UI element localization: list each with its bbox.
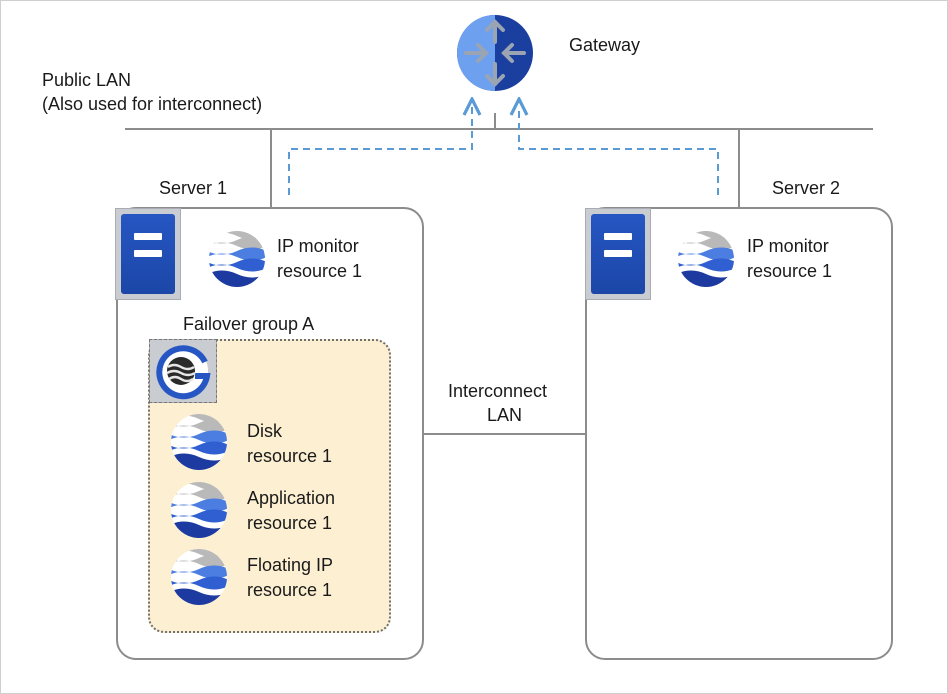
server2-box <box>585 207 893 660</box>
interconnect-label: Interconnect <box>448 381 548 401</box>
server1-ip-monitor-icon <box>207 229 267 289</box>
disk-resource-label: Disk <box>247 421 282 441</box>
failover-group-label: Failover group A <box>183 314 315 334</box>
application-resource-label: Application <box>247 488 336 508</box>
floating-ip-resource-icon <box>169 547 229 607</box>
failover-group-icon <box>149 339 217 403</box>
floating-ip-resource-sublabel: resource 1 <box>247 580 333 600</box>
floating-ip-resource-label: Floating IP <box>247 555 334 575</box>
server1-ip-monitor-sublabel: resource 1 <box>277 261 363 281</box>
gateway-label: Gateway <box>569 35 641 55</box>
server2-monitor-path <box>519 107 719 195</box>
server2-icon <box>585 208 651 300</box>
router-icon <box>457 15 533 91</box>
server1-icon <box>115 208 181 300</box>
server2-ip-monitor-label: IP monitor <box>747 236 829 256</box>
application-resource-sublabel: resource 1 <box>247 513 333 533</box>
interconnect-sublabel: LAN <box>487 405 523 425</box>
server1-ip-monitor-label: IP monitor <box>277 236 359 256</box>
public-lan-label: Public LAN <box>42 70 132 90</box>
public-lan-sublabel: (Also used for interconnect) <box>42 94 263 114</box>
gateway-node <box>456 14 534 92</box>
disk-resource-sublabel: resource 1 <box>247 446 333 466</box>
server1-monitor-path <box>288 107 472 195</box>
server2-ip-monitor-icon <box>676 229 736 289</box>
server1-label: Server 1 <box>159 178 228 198</box>
disk-resource-icon <box>169 412 229 472</box>
application-resource-icon <box>169 480 229 540</box>
server2-ip-monitor-sublabel: resource 1 <box>747 261 833 281</box>
server2-label: Server 2 <box>772 178 841 198</box>
